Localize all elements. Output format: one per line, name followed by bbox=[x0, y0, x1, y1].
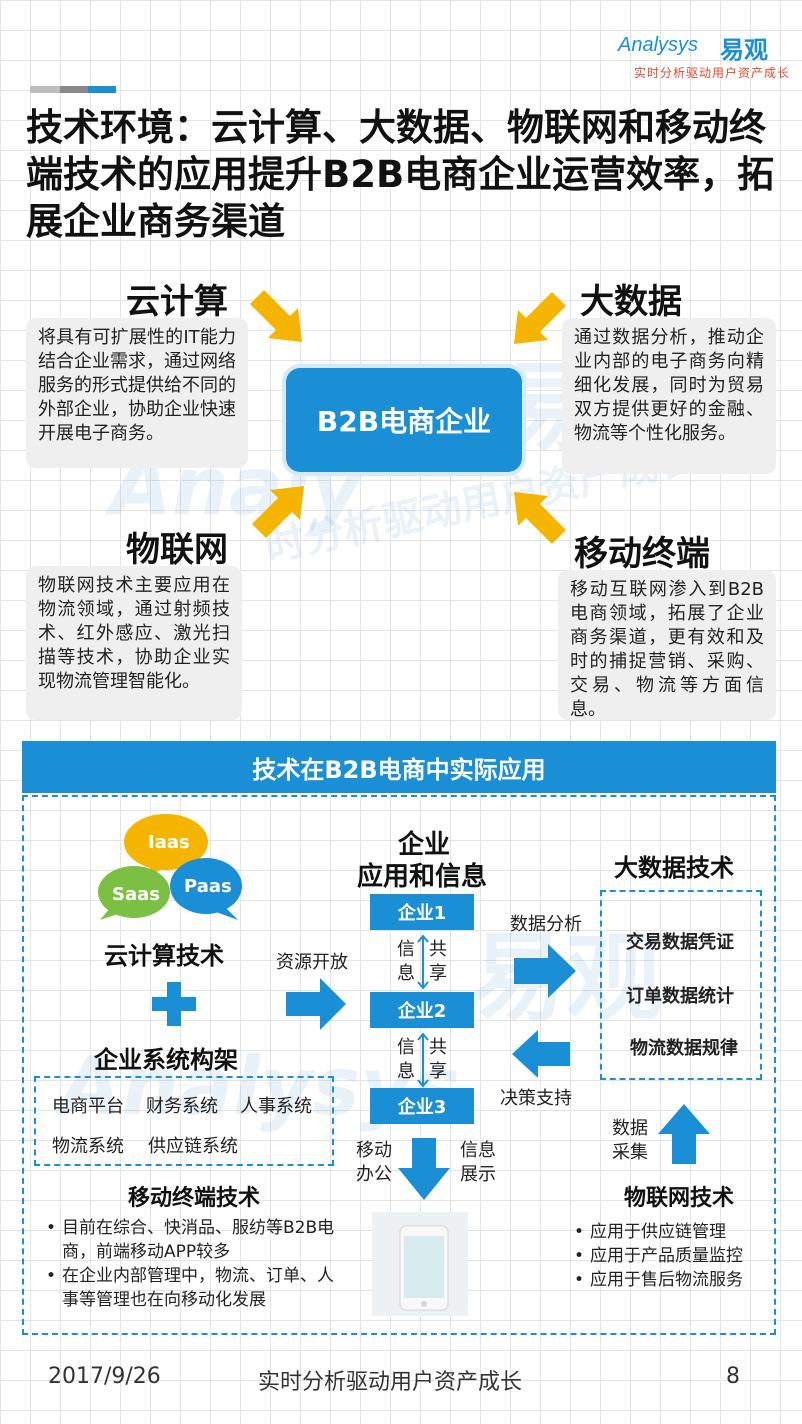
page-title: 技术环境：云计算、大数据、物联网和移动终端技术的应用提升B2B电商企业运营效率，… bbox=[26, 106, 775, 243]
arrow-cloud-icon bbox=[250, 290, 302, 342]
bubble-saas: Saas bbox=[112, 884, 160, 905]
decision-support-label: 决策支持 bbox=[500, 1088, 572, 1109]
section-banner: 技术在B2B电商中实际应用 bbox=[22, 741, 776, 793]
iot-bullet-item: 应用于售后物流服务 bbox=[572, 1268, 772, 1292]
accent-bar-1 bbox=[30, 86, 60, 93]
bigdata-item-transaction: 交易数据凭证 bbox=[626, 932, 734, 953]
double-arrow-icon bbox=[417, 934, 429, 990]
footer-date: 2017/9/26 bbox=[48, 1364, 161, 1389]
enterprise-arch-box bbox=[34, 1076, 334, 1166]
enterprise-3-box: 企业3 bbox=[370, 1088, 474, 1124]
data-analysis-label: 数据分析 bbox=[510, 914, 582, 935]
phone-image bbox=[372, 1212, 468, 1316]
bigdata-box bbox=[600, 890, 762, 1080]
arch-item-hr: 人事系统 bbox=[240, 1096, 312, 1117]
arch-item-logistics: 物流系统 bbox=[52, 1136, 124, 1157]
heading-iot: 物联网 bbox=[126, 530, 228, 570]
mobile-office-2: 办公 bbox=[356, 1164, 392, 1185]
iot-bullet-item: 应用于供应链管理 bbox=[572, 1220, 772, 1244]
heading-mobile: 移动终端 bbox=[574, 534, 710, 574]
desc-mobile: 移动互联网渗入到B2B电商领域，拓展了企业商务渠道，更有效和及时的捕捉营销、采购… bbox=[558, 570, 776, 720]
enterprise-1-box: 企业1 bbox=[370, 894, 474, 930]
heading-bigdata: 大数据 bbox=[580, 282, 682, 322]
iot-tech-label: 物联网技术 bbox=[624, 1186, 735, 1211]
logo-tagline: 实时分析驱动用户资产成长 bbox=[634, 66, 791, 80]
logo-en: Analysys bbox=[618, 34, 699, 56]
arrow-bigdata-icon bbox=[514, 292, 566, 344]
arrow-down-icon bbox=[398, 1138, 450, 1200]
mobile-bullet-list: 目前在综合、快消品、服纺等B2B电商，前端移动APP较多 在企业内部管理中，物流… bbox=[44, 1216, 344, 1312]
resource-open-label: 资源开放 bbox=[276, 952, 348, 973]
enterprise-2-box: 企业2 bbox=[370, 992, 474, 1028]
arrow-iot-icon bbox=[252, 486, 304, 538]
bubble-paas: Paas bbox=[184, 876, 232, 897]
share2-right-2: 享 bbox=[429, 1061, 447, 1082]
share1-left-1: 信 bbox=[397, 939, 415, 960]
application-panel bbox=[22, 795, 776, 1335]
arch-item-ecommerce: 电商平台 bbox=[52, 1096, 124, 1117]
mobile-tech-label: 移动终端技术 bbox=[128, 1186, 261, 1211]
bigdata-item-order: 订单数据统计 bbox=[626, 986, 734, 1007]
iot-bullet-item: 应用于产品质量监控 bbox=[572, 1244, 772, 1268]
apps-title-1: 企业 bbox=[398, 830, 451, 860]
smartphone-icon bbox=[399, 1225, 449, 1311]
bigdata-tech-label: 大数据技术 bbox=[614, 854, 734, 882]
share2-left-1: 信 bbox=[397, 1037, 415, 1058]
center-b2b-box: B2B电商企业 bbox=[286, 368, 522, 472]
footer-slogan: 实时分析驱动用户资产成长 bbox=[258, 1370, 523, 1395]
data-collect-1: 数据 bbox=[612, 1118, 648, 1139]
heading-cloud: 云计算 bbox=[126, 282, 228, 322]
arrow-mobile-icon bbox=[514, 492, 566, 544]
logo-cn: 易观 bbox=[720, 36, 768, 64]
plus-icon bbox=[152, 982, 196, 1026]
mobile-bullet-item: 目前在综合、快消品、服纺等B2B电商，前端移动APP较多 bbox=[44, 1216, 344, 1264]
desc-cloud: 将具有可扩展性的IT能力结合企业需求，通过网络服务的形式提供给不同的外部企业，协… bbox=[26, 318, 248, 468]
arrow-up-icon bbox=[658, 1104, 710, 1164]
arrow-right-icon bbox=[514, 944, 576, 998]
iot-bullet-list: 应用于供应链管理 应用于产品质量监控 应用于售后物流服务 bbox=[572, 1220, 772, 1292]
share1-left-2: 息 bbox=[397, 963, 415, 984]
share1-right-1: 共 bbox=[429, 939, 447, 960]
share2-left-2: 息 bbox=[397, 1061, 415, 1082]
arrow-left-icon bbox=[512, 1030, 570, 1078]
mobile-office-1: 移动 bbox=[356, 1140, 392, 1161]
bubble-iaas: Iaas bbox=[148, 832, 190, 853]
arch-item-finance: 财务系统 bbox=[146, 1096, 218, 1117]
data-collect-2: 采集 bbox=[612, 1142, 648, 1163]
enterprise-arch-label: 企业系统构架 bbox=[94, 1046, 238, 1074]
share2-right-1: 共 bbox=[429, 1037, 447, 1058]
double-arrow-icon bbox=[417, 1032, 429, 1088]
accent-bar-3 bbox=[88, 86, 116, 93]
cloud-service-bubbles-icon bbox=[98, 814, 242, 920]
apps-title-2: 应用和信息 bbox=[357, 862, 488, 892]
arrow-right-icon bbox=[286, 978, 346, 1030]
desc-iot: 物联网技术主要应用在物流领域，通过射频技术、红外感应、激光扫描等技术，协助企业实… bbox=[26, 566, 242, 720]
desc-bigdata: 通过数据分析，推动企业内部的电子商务向精细化发展，同时为贸易双方提供更好的金融、… bbox=[562, 318, 776, 474]
share1-right-2: 享 bbox=[429, 963, 447, 984]
info-display-1: 信息 bbox=[460, 1140, 496, 1161]
accent-bar-2 bbox=[60, 86, 88, 93]
bigdata-item-logistics: 物流数据规律 bbox=[630, 1038, 738, 1059]
info-display-2: 展示 bbox=[460, 1164, 496, 1185]
mobile-bullet-item: 在企业内部管理中，物流、订单、人事等管理也在向移动化发展 bbox=[44, 1264, 344, 1312]
arch-item-supply-chain: 供应链系统 bbox=[148, 1136, 238, 1157]
cloud-tech-label: 云计算技术 bbox=[104, 942, 224, 970]
page-number: 8 bbox=[726, 1364, 740, 1389]
